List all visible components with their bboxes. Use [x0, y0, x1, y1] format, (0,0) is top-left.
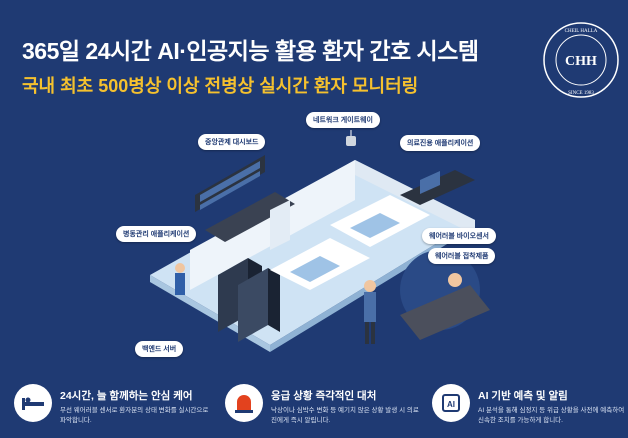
callout-backend-server: 백엔드 서버: [135, 341, 184, 357]
callout-medical-app: 의료진용 애플리케이션: [400, 135, 481, 151]
nurse-station-graphic: [400, 170, 475, 205]
feature-title: 응급 상황 즉각적인 대처: [271, 390, 377, 402]
server-racks-graphic: [218, 258, 280, 342]
callout-central-dashboard: 중앙관제 대시보드: [198, 134, 266, 150]
nurse-figure-graphic: [364, 280, 376, 344]
callout-network-gateway: 네트워크 게이트웨이: [306, 112, 380, 128]
callout-wearable-biosensor: 웨어러블 바이오센서: [422, 228, 496, 244]
feature-ai-prediction: AI AI 기반 예측 및 알림 AI 분석을 통해 심정지 등 위급 상황을 …: [432, 378, 624, 438]
callout-ward-app: 병동관리 애플리케이션: [116, 226, 197, 242]
svg-text:CHH: CHH: [565, 54, 597, 69]
feature-description: 낙상이나 심박수 변화 등 예기치 않은 상황 발생 시 의료진에게 즉시 알립…: [271, 407, 419, 424]
feature-strip: 24시간, 늘 함께하는 안심 케어 무선 웨어러블 센서로 환자분의 상태 변…: [0, 372, 628, 427]
feature-title: AI 기반 예측 및 알림: [478, 390, 568, 402]
feature-description: 무선 웨어러블 센서로 환자분의 상태 변화를 실시간으로 파악합니다.: [60, 407, 209, 424]
svg-text:AI: AI: [447, 400, 455, 409]
feature-emergency-response: 응급 상황 즉각적인 대처 낙상이나 심박수 변화 등 예기치 않은 상황 발생…: [225, 378, 419, 438]
gateway-device-graphic: [346, 130, 356, 146]
ai-chip-icon: AI: [432, 384, 470, 422]
feature-title: 24시간, 늘 함께하는 안심 케어: [60, 390, 193, 402]
hospital-bed-icon: [14, 384, 52, 422]
feature-description: AI 분석을 통해 심정지 등 위급 상황을 사전에 예측하여 신속한 조치를 …: [478, 407, 625, 424]
staff-figure-graphic: [175, 263, 185, 295]
hospital-logo: CHH CHEIL HALLA SINCE 1983: [543, 22, 619, 98]
siren-icon: [225, 384, 263, 422]
svg-text:CHEIL HALLA: CHEIL HALLA: [565, 29, 598, 34]
page-title: 365일 24시간 AI·인공지능 활용 환자 간호 시스템: [22, 38, 479, 64]
patient-recliner-graphic: [400, 250, 490, 340]
dashboard-screens-graphic: [195, 155, 295, 242]
page-subtitle: 국내 최초 500병상 이상 전병상 실시간 환자 모니터링: [22, 76, 419, 96]
ward-rooms-graphic: [270, 195, 430, 290]
svg-text:SINCE 1983: SINCE 1983: [568, 91, 594, 96]
feature-24h-care: 24시간, 늘 함께하는 안심 케어 무선 웨어러블 센서로 환자분의 상태 변…: [14, 378, 208, 438]
hospital-isometric-illustration: [150, 130, 490, 352]
callout-wearable-adhesive: 웨어러블 접착제품: [428, 248, 496, 264]
